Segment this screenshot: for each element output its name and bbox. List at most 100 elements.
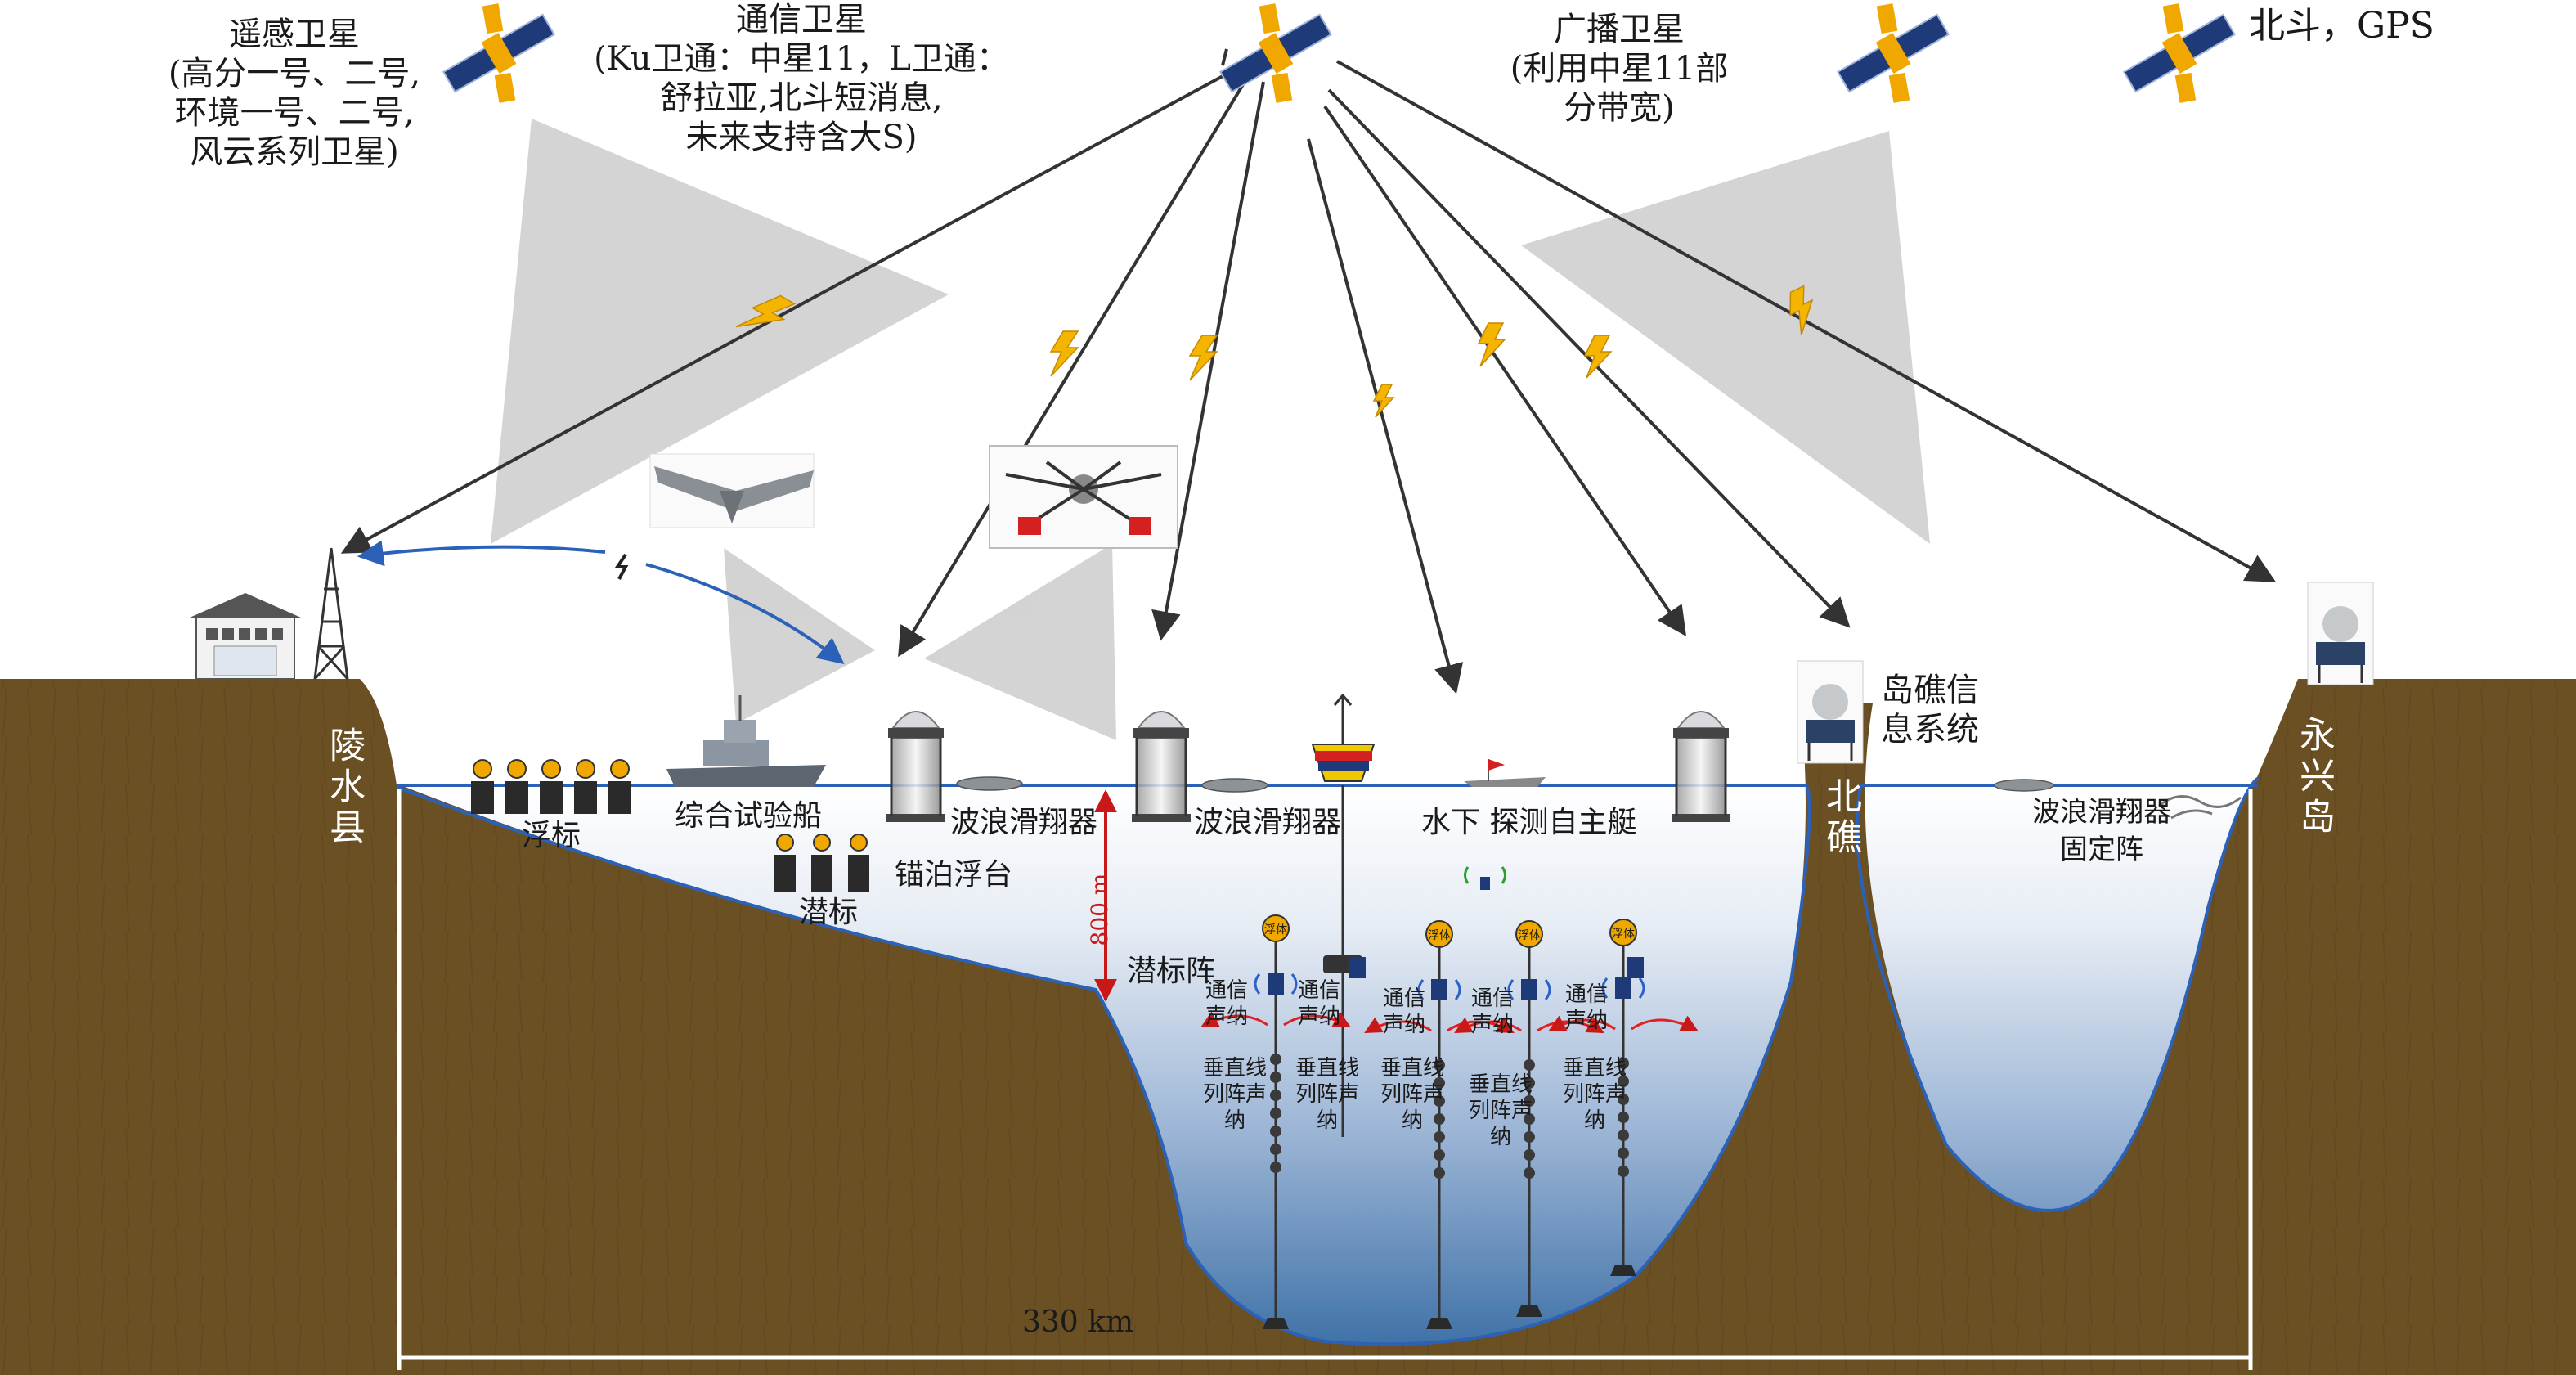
- seabed-terrain: [0, 679, 2576, 1375]
- buoy-body-icon: [608, 781, 631, 814]
- broadcast-title: 广播卫星: [1554, 11, 1685, 48]
- satellite-icon-broadcast: [1837, 3, 1950, 103]
- hydrophone-bead-icon: [1524, 1149, 1535, 1161]
- label-buoy: 浮标: [522, 819, 581, 852]
- multirotor-drone-icon: [989, 445, 1178, 549]
- fixed-glider-line2: 固定阵: [2060, 834, 2143, 866]
- yongxing-station-icon: [2307, 582, 2374, 685]
- mooring-lines: 浮体浮体浮体浮体: [1200, 914, 1699, 1329]
- vla-sonar-label: 垂直线列阵声纳: [1550, 1055, 1640, 1134]
- label-depth: 800 m: [1086, 873, 1113, 946]
- hydrophone-bead-icon: [1270, 1126, 1281, 1137]
- satellite-icon-comm: [1219, 3, 1332, 103]
- mooring-line: 浮体: [1548, 919, 1699, 1276]
- broadcast-line1: (利用中星11部: [1510, 50, 1729, 88]
- fixed-glider-line1: 波浪滑翔器: [2032, 796, 2171, 829]
- mooring-line: [1627, 957, 1644, 978]
- vla-sonar-text: 垂直线: [1202, 1056, 1267, 1081]
- buoy-body-icon: [471, 781, 494, 814]
- float-tag-icon: [1609, 919, 1637, 946]
- label-distance: 330 km: [1022, 1305, 1134, 1339]
- vla-sonar-text: 列阵声: [1295, 1082, 1359, 1107]
- mooring-line: 浮体: [1200, 914, 1351, 1329]
- wave-icon: [2158, 795, 2242, 808]
- broadcast-line2: 分带宽): [1564, 89, 1675, 127]
- hydrophone-bead-icon: [1434, 1149, 1445, 1161]
- data-center-building: [190, 593, 301, 680]
- blue-radio-link: [357, 540, 606, 567]
- sonar-wave-icon: [1601, 977, 1645, 999]
- comm-sonar-label: 通信声纳: [1282, 977, 1356, 1030]
- float-tag-label: 浮体: [1428, 929, 1451, 942]
- hydrophone-bead-icon: [1270, 1162, 1281, 1173]
- beam-shapes: [491, 119, 1930, 740]
- comm-sonar-text: 声纳: [1564, 1009, 1608, 1033]
- comm-sonar-text: 声纳: [1382, 1013, 1425, 1037]
- comm-line3: 未来支持含大S): [685, 119, 918, 156]
- hydrophone-bead-icon: [1524, 1167, 1535, 1179]
- auv-boat-icon: [1464, 759, 1546, 787]
- buoy-float-icon: [507, 759, 527, 779]
- float-tag-icon: [1515, 920, 1543, 948]
- buoy-float-icon: [610, 759, 630, 779]
- hydrophone-bead-icon: [1270, 1072, 1281, 1083]
- wave-glider-icons: [956, 776, 2054, 793]
- comm-sonar-text: 通信: [1564, 982, 1608, 1007]
- subsurface-body-icon: [774, 855, 796, 892]
- fixed-wing-uav-icon: [649, 453, 815, 528]
- vla-sonar-text: 列阵声: [1202, 1082, 1267, 1107]
- hydrophone-bead-icon: [1618, 1130, 1629, 1141]
- float-tag-icon: [1425, 920, 1453, 948]
- hydrophone-bead-icon: [1524, 1077, 1535, 1089]
- label-yongxing: 永兴岛: [2293, 716, 2335, 838]
- buoy-float-icon: [473, 759, 492, 779]
- comm-sonar-label: 通信声纳: [1190, 977, 1263, 1030]
- sonar-wave-icon: [1254, 973, 1298, 995]
- label-lingshui: 陵水县: [323, 726, 365, 849]
- comm-sonar-icon: [1349, 957, 1366, 978]
- acoustic-link-arc: [1631, 1015, 1699, 1032]
- comm-line1: (Ku卫通：中星11，L卫通：: [594, 40, 1009, 78]
- label-comm-satellite: 通信卫星 (Ku卫通：中星11，L卫通： 舒拉亚,北斗短消息, 未来支持含大S): [572, 0, 1030, 157]
- vla-sonar-text: 垂直线: [1380, 1056, 1444, 1081]
- central-buoy-icon: [1311, 693, 1376, 1137]
- hydrophone-bead-icon: [1524, 1113, 1535, 1125]
- vla-sonar-text: 纳: [1583, 1108, 1605, 1133]
- vla-sonar-text: 纳: [1316, 1108, 1338, 1133]
- coastline: [396, 777, 2260, 1346]
- remote-sensing-line2: 环境一号、二号,: [174, 94, 415, 132]
- hydrophone-bead-icon: [1270, 1090, 1281, 1101]
- remote-sensing-line1: (高分一号、二号,: [168, 55, 421, 92]
- vla-sonar-label: 垂直线列阵声纳: [1456, 1072, 1546, 1150]
- vla-sonar-text: 列阵声: [1380, 1082, 1444, 1107]
- mooring-line: [1349, 957, 1366, 978]
- remote-sensing-title: 遥感卫星: [229, 16, 360, 53]
- vla-sonar-text: 列阵声: [1562, 1082, 1627, 1107]
- comm-sonar-text: 声纳: [1297, 1004, 1340, 1029]
- comm-sonar-icon: [1521, 979, 1537, 1000]
- subsurface-body-icon: [811, 855, 832, 892]
- hydrophone-bead-icon: [1270, 1108, 1281, 1119]
- satellite-icon-navigation: [2123, 3, 2236, 103]
- label-remote-sensing-satellite: 遥感卫星 (高分一号、二号, 环境一号、二号, 风云系列卫星): [123, 15, 466, 172]
- vla-sonar-label: 垂直线列阵声纳: [1190, 1055, 1280, 1134]
- label-fixed-glider-array: 波浪滑翔器 固定阵: [1995, 793, 2208, 869]
- comm-sonar-label: 通信声纳: [1456, 986, 1529, 1038]
- hydrophone-bead-icon: [1434, 1131, 1445, 1143]
- remote-sensing-line3: 风云系列卫星): [190, 133, 399, 171]
- reef-info-system-icon: [1797, 660, 1864, 764]
- reef-info-line2: 息系统: [1881, 711, 1979, 748]
- acoustic-link-arc: [1200, 1011, 1268, 1028]
- surface-buoy-group: [471, 759, 631, 814]
- float-tag-label: 浮体: [1612, 928, 1635, 941]
- underwater-vehicle-icon: [1464, 866, 1506, 890]
- vla-sonar-text: 纳: [1223, 1108, 1245, 1133]
- hydrophone-bead-icon: [1434, 1113, 1445, 1125]
- lightning-icons: [735, 285, 1814, 418]
- acoustic-link-arc: [1447, 1017, 1515, 1034]
- label-test-ship: 综合试验船: [675, 799, 823, 833]
- mooring-platforms: [886, 711, 1730, 822]
- mooring-line: 浮体: [1364, 920, 1515, 1329]
- mooring-platform-cage-icon: [1672, 711, 1730, 822]
